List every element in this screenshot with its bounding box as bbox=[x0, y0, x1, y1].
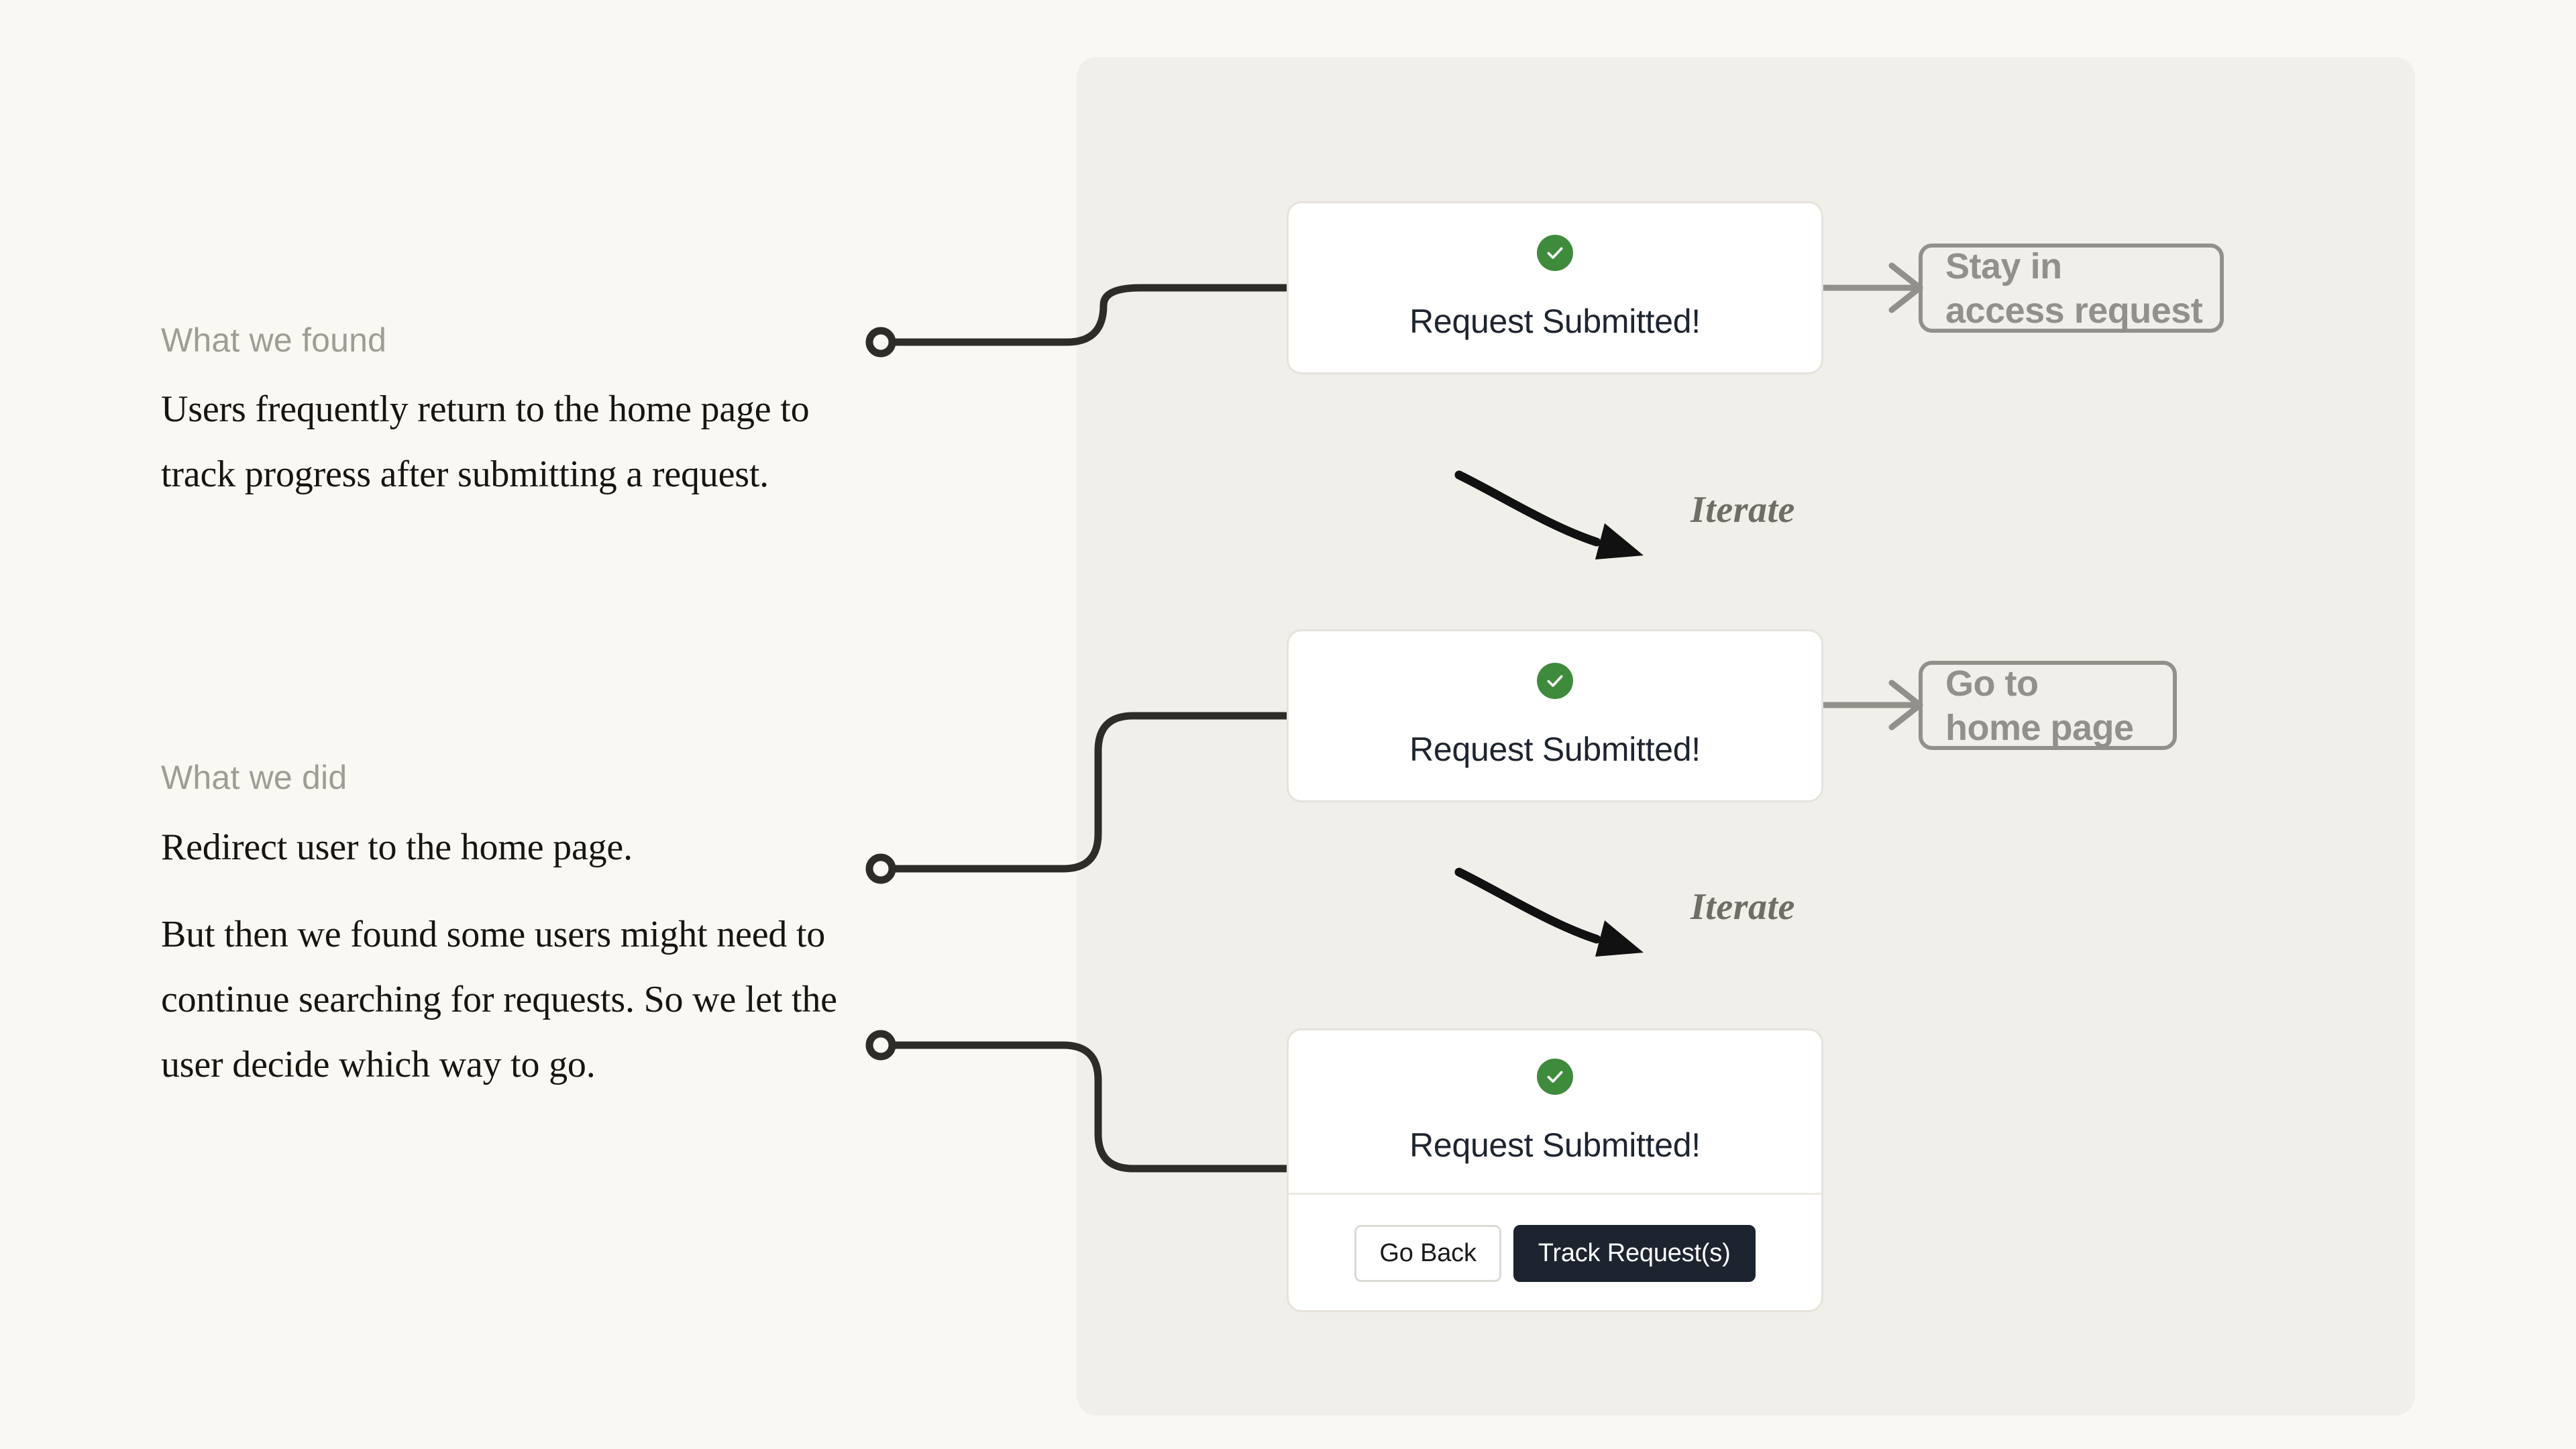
green-check-circle-icon bbox=[1537, 1059, 1573, 1095]
card-1-title: Request Submitted! bbox=[1409, 303, 1701, 340]
card-3-actions: Go Back Track Request(s) bbox=[1289, 1195, 1821, 1312]
request-submitted-card-1: Request Submitted! bbox=[1287, 201, 1823, 374]
what-we-did-eyebrow: What we did bbox=[161, 759, 347, 796]
go-back-button[interactable]: Go Back bbox=[1354, 1225, 1501, 1282]
card-3-content: Request Submitted! bbox=[1289, 1030, 1821, 1193]
outcome-2-text: Go to home page bbox=[1945, 661, 2134, 750]
green-check-circle-icon bbox=[1537, 663, 1573, 699]
outcome-2-line-2: home page bbox=[1945, 707, 2134, 748]
outcome-stay-in-access-request: Stay in access request bbox=[1919, 244, 2224, 333]
outcome-2-line-1: Go to bbox=[1945, 663, 2039, 704]
iterate-annotation-label-2: Iterate bbox=[1690, 886, 1795, 928]
what-we-did-body-first: Redirect user to the home page. bbox=[161, 826, 633, 868]
what-we-found-body: Users frequently return to the home page… bbox=[161, 388, 810, 495]
outcome-1-text: Stay in access request bbox=[1945, 244, 2203, 333]
outcome-1-line-2: access request bbox=[1945, 290, 2203, 331]
outcome-1-line-1: Stay in bbox=[1945, 246, 2062, 286]
what-we-did-body-second: But then we found some users might need … bbox=[161, 914, 837, 1085]
narrative-column: What we found Users frequently return to… bbox=[161, 0, 912, 1449]
request-submitted-card-3: Request Submitted! Go Back Track Request… bbox=[1287, 1028, 1823, 1312]
card-3-divider bbox=[1289, 1193, 1821, 1195]
iterate-annotation-label-1: Iterate bbox=[1690, 489, 1795, 531]
what-we-found-eyebrow: What we found bbox=[161, 321, 387, 359]
outcome-go-to-home-page: Go to home page bbox=[1919, 661, 2177, 750]
card-2-title: Request Submitted! bbox=[1409, 731, 1701, 768]
card-3-title: Request Submitted! bbox=[1409, 1126, 1701, 1164]
card-2-content: Request Submitted! bbox=[1289, 631, 1821, 800]
card-1-content: Request Submitted! bbox=[1289, 203, 1821, 372]
green-check-circle-icon bbox=[1537, 235, 1573, 271]
track-requests-button[interactable]: Track Request(s) bbox=[1513, 1225, 1756, 1282]
request-submitted-card-2: Request Submitted! bbox=[1287, 629, 1823, 802]
